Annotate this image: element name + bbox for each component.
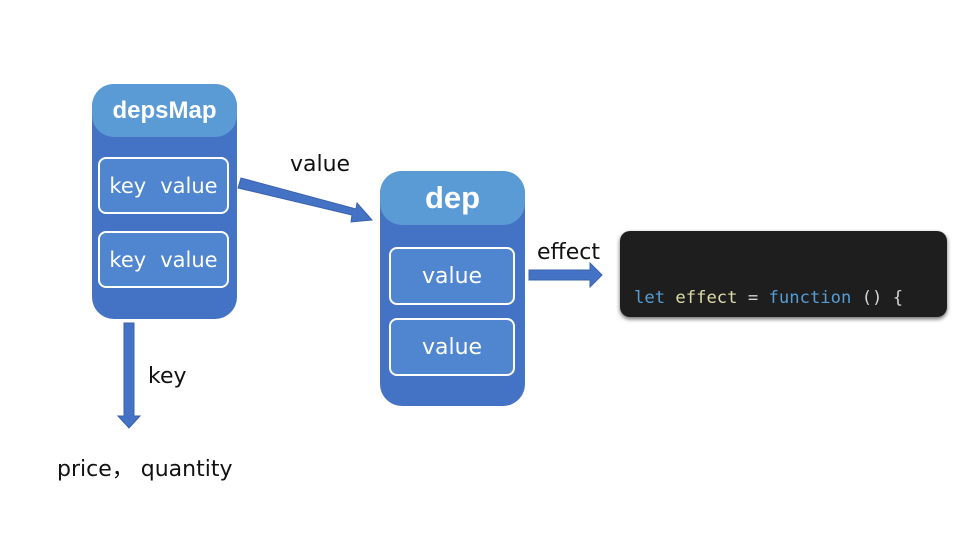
effect-arrow: [528, 261, 603, 289]
depsmap-title: depsMap: [92, 84, 237, 137]
effect-code-snippet: let effect = function () { ··total = pri…: [620, 231, 947, 317]
row-value-label: value: [160, 173, 218, 198]
key-arrow-label: key: [148, 364, 187, 389]
dep-title: dep: [380, 171, 525, 225]
depsmap-row: key value: [98, 157, 229, 214]
dep-item: value: [389, 247, 515, 305]
dep-box: dep value value: [380, 171, 525, 406]
depsmap-box: depsMap key value key value: [92, 84, 237, 319]
row-key-label: key: [109, 247, 147, 272]
effect-arrow-label: effect: [537, 240, 600, 265]
code-line-1: let effect = function () {: [634, 288, 904, 308]
depsmap-row: key value: [98, 231, 229, 288]
dep-item: value: [389, 318, 515, 376]
row-value-label: value: [160, 247, 218, 272]
value-arrow: [237, 177, 374, 223]
value-arrow-label: value: [290, 152, 351, 177]
keys-list-label: price， quantity: [57, 457, 233, 482]
row-key-label: key: [109, 173, 147, 198]
key-arrow: [116, 322, 142, 429]
